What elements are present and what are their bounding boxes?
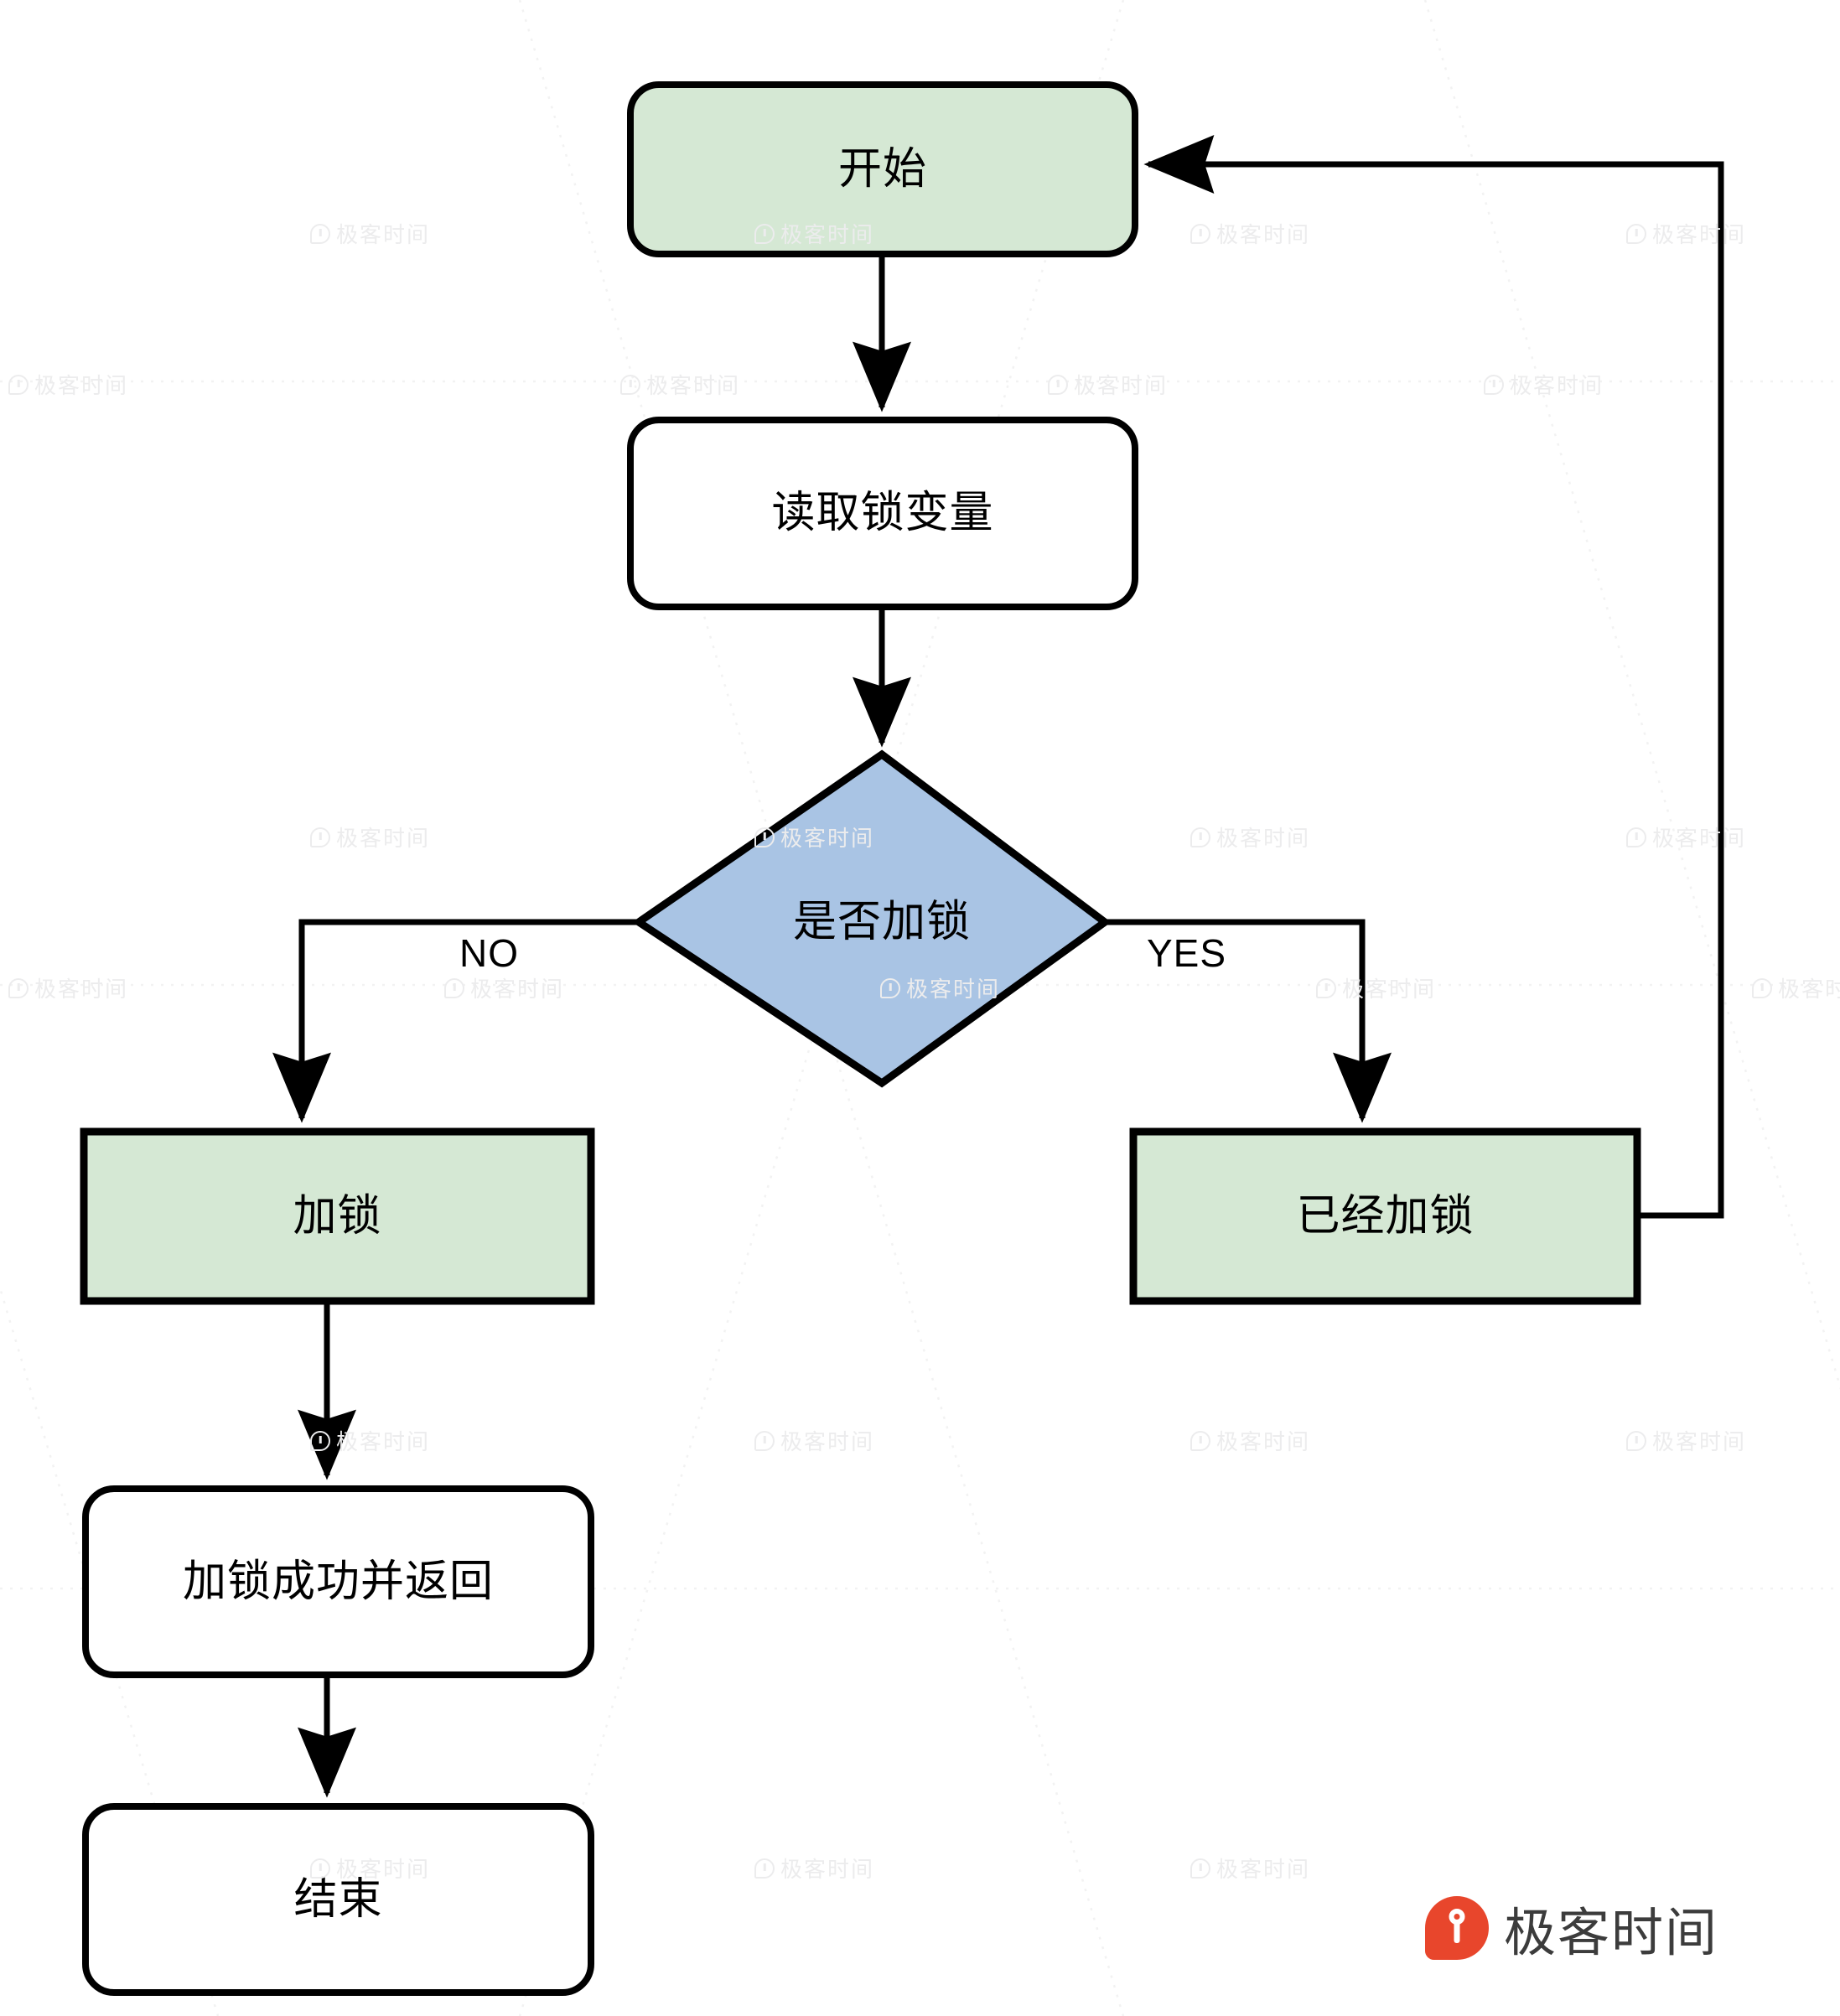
watermark-tile: 极客时间 bbox=[620, 369, 740, 400]
watermark-logo-icon bbox=[754, 1430, 775, 1451]
watermark-text: 极客时间 bbox=[1216, 1857, 1311, 1882]
watermark-logo-icon bbox=[8, 374, 29, 395]
watermark-tile: 极客时间 bbox=[1626, 821, 1746, 853]
watermark-logo-icon bbox=[1190, 827, 1210, 847]
watermark-tile: 极客时间 bbox=[1316, 972, 1436, 1003]
watermark-logo-icon bbox=[1752, 977, 1772, 998]
watermark-tile: 极客时间 bbox=[8, 972, 128, 1003]
watermark-logo-icon bbox=[880, 977, 900, 998]
watermark-text: 极客时间 bbox=[1216, 1429, 1311, 1454]
watermark-text: 极客时间 bbox=[780, 1857, 875, 1882]
watermark-text: 极客时间 bbox=[1778, 977, 1840, 1002]
watermark-tile: 极客时间 bbox=[310, 218, 430, 249]
watermark-tile: 极客时间 bbox=[1626, 1425, 1746, 1456]
watermark-tile: 极客时间 bbox=[1484, 369, 1604, 400]
watermark-tile: 极客时间 bbox=[1190, 218, 1310, 249]
watermark-text: 极客时间 bbox=[906, 977, 1001, 1002]
watermark-text: 极客时间 bbox=[34, 373, 129, 398]
watermark-logo-icon bbox=[1626, 223, 1646, 244]
watermark-tile: 极客时间 bbox=[310, 821, 430, 853]
watermark-tile: 极客时间 bbox=[754, 821, 874, 853]
edge-decision-yes-to-already-locked bbox=[1105, 919, 1392, 1123]
watermark-text: 极客时间 bbox=[336, 1857, 431, 1882]
brand-logo: 极客时间 bbox=[1425, 1890, 1718, 1966]
watermark-text: 极客时间 bbox=[1342, 977, 1437, 1002]
watermark-logo-icon bbox=[1626, 1430, 1646, 1451]
watermark-tile: 极客时间 bbox=[1048, 369, 1168, 400]
node-lock[interactable] bbox=[80, 1127, 595, 1305]
watermark-logo-icon bbox=[310, 223, 330, 244]
edge-label-no: NO bbox=[459, 931, 519, 975]
watermark-text: 极客时间 bbox=[1652, 222, 1747, 247]
watermark-logo-icon bbox=[1190, 1430, 1210, 1451]
watermark-text: 极客时间 bbox=[336, 222, 431, 247]
watermark-tile: 极客时间 bbox=[754, 218, 874, 249]
node-start[interactable] bbox=[627, 81, 1138, 257]
watermark-text: 极客时间 bbox=[470, 977, 565, 1002]
node-read-lock-variable[interactable] bbox=[627, 417, 1138, 610]
watermark-logo-icon bbox=[754, 1858, 775, 1879]
edge-label-yes: YES bbox=[1147, 931, 1227, 975]
watermark-logo-icon bbox=[310, 827, 330, 847]
watermark-tile: 极客时间 bbox=[1190, 821, 1310, 853]
watermark-tile: 极客时间 bbox=[754, 1853, 874, 1884]
watermark-text: 极客时间 bbox=[1652, 1429, 1747, 1454]
watermark-logo-icon bbox=[1190, 1858, 1210, 1879]
watermark-logo-icon bbox=[1316, 977, 1336, 998]
watermark-text: 极客时间 bbox=[336, 826, 431, 851]
watermark-text: 极客时间 bbox=[780, 1429, 875, 1454]
watermark-logo-icon bbox=[1484, 374, 1504, 395]
watermark-logo-icon bbox=[754, 827, 775, 847]
watermark-logo-icon bbox=[1048, 374, 1068, 395]
watermark-tile: 极客时间 bbox=[880, 972, 1000, 1003]
watermark-text: 极客时间 bbox=[1074, 373, 1169, 398]
watermark-logo-icon bbox=[620, 374, 640, 395]
brand-name: 极客时间 bbox=[1504, 1905, 1719, 1962]
watermark-tile: 极客时间 bbox=[310, 1853, 430, 1884]
watermark-logo-icon bbox=[310, 1430, 330, 1451]
geekbang-logo-icon bbox=[1425, 1896, 1489, 1960]
watermark-tile: 极客时间 bbox=[1190, 1853, 1310, 1884]
node-already-locked[interactable] bbox=[1129, 1127, 1641, 1305]
edge-decision-no-to-lock bbox=[272, 919, 639, 1123]
watermark-logo-icon bbox=[754, 223, 775, 244]
watermark-logo-icon bbox=[1626, 827, 1646, 847]
watermark-text: 极客时间 bbox=[34, 977, 129, 1002]
watermark-text: 极客时间 bbox=[646, 373, 741, 398]
watermark-text: 极客时间 bbox=[1652, 826, 1747, 851]
watermark-tile: 极客时间 bbox=[310, 1425, 430, 1456]
watermark-logo-icon bbox=[8, 977, 29, 998]
watermark-text: 极客时间 bbox=[1510, 373, 1604, 398]
watermark-tile: 极客时间 bbox=[754, 1425, 874, 1456]
edge-already-locked-to-start bbox=[1143, 135, 1724, 1219]
watermark-tile: 极客时间 bbox=[1752, 972, 1840, 1003]
node-decision-is-locked[interactable] bbox=[631, 749, 1112, 1088]
watermark-tile: 极客时间 bbox=[8, 369, 128, 400]
watermark-logo-icon bbox=[310, 1858, 330, 1879]
watermark-logo-icon bbox=[1190, 223, 1210, 244]
watermark-text: 极客时间 bbox=[780, 826, 875, 851]
watermark-tile: 极客时间 bbox=[444, 972, 564, 1003]
watermark-tile: 极客时间 bbox=[1626, 218, 1746, 249]
node-end[interactable] bbox=[82, 1803, 594, 1996]
watermark-tile: 极客时间 bbox=[1190, 1425, 1310, 1456]
watermark-logo-icon bbox=[444, 977, 464, 998]
watermark-text: 极客时间 bbox=[780, 222, 875, 247]
watermark-text: 极客时间 bbox=[336, 1429, 431, 1454]
watermark-text: 极客时间 bbox=[1216, 222, 1311, 247]
node-lock-success-return[interactable] bbox=[82, 1485, 594, 1678]
watermark-text: 极客时间 bbox=[1216, 826, 1311, 851]
